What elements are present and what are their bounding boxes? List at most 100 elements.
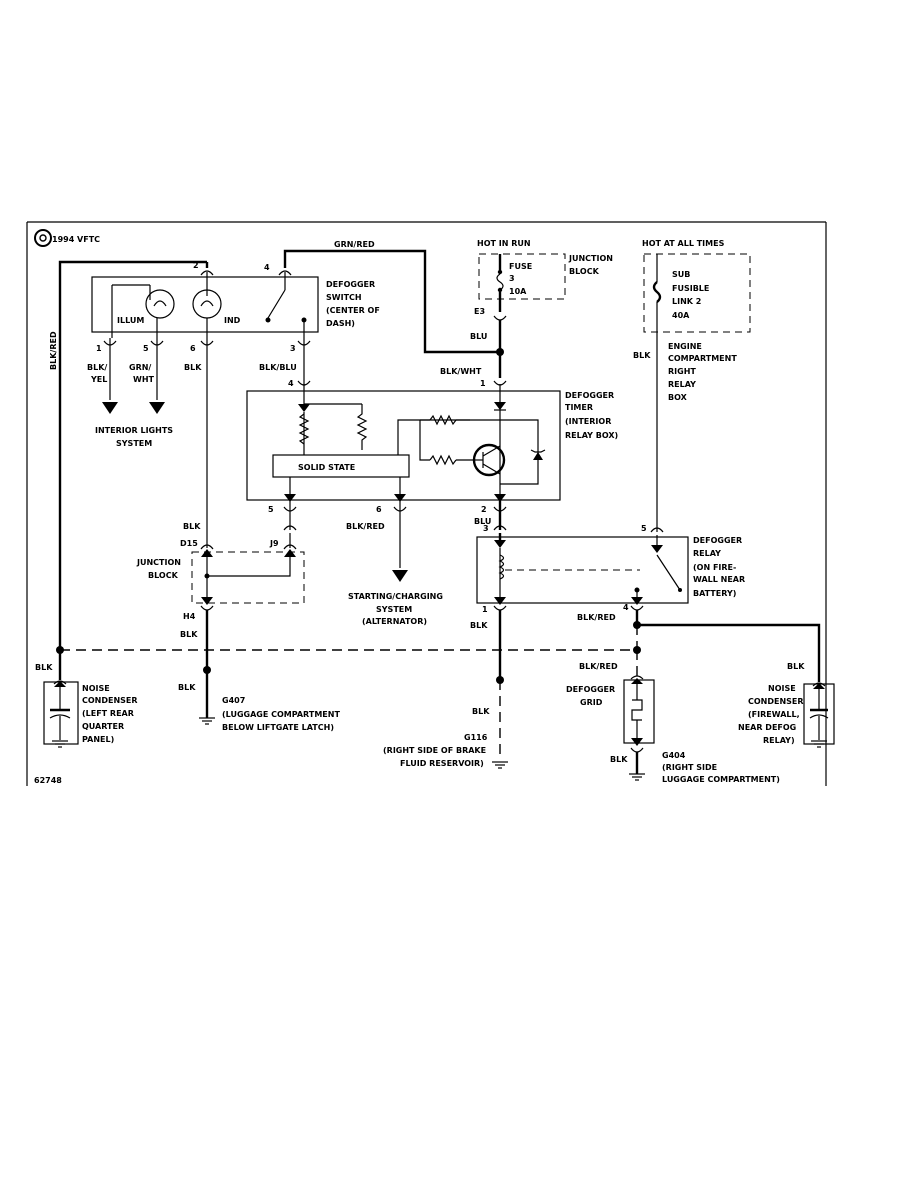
interior-lights-label: INTERIOR LIGHTS SYSTEM xyxy=(95,426,173,448)
solid-state-label: SOLID STATE xyxy=(298,463,355,472)
svg-text:BLOCK: BLOCK xyxy=(148,571,179,580)
junction-block-top-label: JUNCTION BLOCK xyxy=(568,254,613,276)
noise-condenser-left-label: NOISE CONDENSER (LEFT REAR QUARTER PANEL… xyxy=(82,684,138,744)
noise-condenser-right-label: NOISE CONDENSER (FIREWALL, NEAR DEFOG RE… xyxy=(738,684,804,745)
svg-text:TIMER: TIMER xyxy=(565,403,593,412)
g407-ground-icon xyxy=(199,650,215,725)
pin-timer-6: 6 xyxy=(376,505,382,514)
junction-block-mid xyxy=(200,544,297,650)
defogger-switch-box xyxy=(91,276,319,333)
pin-relay-4: 4 xyxy=(623,603,629,612)
wire-label-blk-g404: BLK xyxy=(610,755,628,764)
svg-text:SUB: SUB xyxy=(672,270,690,279)
pin-timer-2: 2 xyxy=(481,505,487,514)
svg-text:NEAR DEFOG: NEAR DEFOG xyxy=(738,723,796,732)
svg-text:BLOCK: BLOCK xyxy=(569,267,600,276)
defogger-grid-box xyxy=(623,679,655,744)
svg-text:DEFOGGER: DEFOGGER xyxy=(565,391,614,400)
wire-label-grn-wht: GRN/ WHT xyxy=(129,363,155,384)
svg-text:NOISE: NOISE xyxy=(768,684,796,693)
noise-condenser-right xyxy=(809,682,829,748)
defogger-timer-label: DEFOGGER TIMER (INTERIOR RELAY BOX) xyxy=(565,391,618,440)
wire-label-blk-g116: BLK xyxy=(472,707,490,716)
figure-id: 62748 xyxy=(34,776,62,785)
svg-text:G116: G116 xyxy=(464,733,488,742)
pin-switch-4: 4 xyxy=(264,263,270,272)
fusible-link xyxy=(652,254,662,532)
wire-label-blu-top: BLU xyxy=(470,332,487,341)
pin-h4: H4 xyxy=(183,612,196,621)
svg-text:INTERIOR LIGHTS: INTERIOR LIGHTS xyxy=(95,426,173,435)
svg-text:40A: 40A xyxy=(672,311,690,320)
wire-label-blk-right-cond: BLK xyxy=(787,662,805,671)
fusible-link-label: SUB FUSIBLE LINK 2 40A xyxy=(672,270,709,320)
starting-charging-label: STARTING/CHARGING SYSTEM (ALTERNATOR) xyxy=(348,592,443,626)
svg-text:GRN/: GRN/ xyxy=(129,363,151,372)
defogger-relay-box xyxy=(476,536,689,604)
pin-timer-1: 1 xyxy=(480,379,486,388)
svg-text:FUSE: FUSE xyxy=(509,262,532,271)
wire-label-blk-red-grid: BLK/RED xyxy=(579,662,618,671)
junction-block-top-box xyxy=(478,253,566,300)
defogger-switch xyxy=(102,249,380,548)
wire-label-blk-red-relay4: BLK/RED xyxy=(577,613,616,622)
wire-label-blu-2: BLU xyxy=(474,517,491,526)
fuse-3 xyxy=(493,254,507,352)
wire-label-blk-red-left: BLK/RED xyxy=(49,331,58,370)
svg-text:LINK 2: LINK 2 xyxy=(672,297,701,306)
svg-text:GRID: GRID xyxy=(580,698,603,707)
g407-label: G407 (LUGGAGE COMPARTMENT BELOW LIFTGATE… xyxy=(222,696,340,732)
svg-text:(INTERIOR: (INTERIOR xyxy=(565,417,611,426)
svg-text:CONDENSER: CONDENSER xyxy=(748,697,804,706)
svg-text:(FIREWALL,: (FIREWALL, xyxy=(748,710,800,719)
illum-label: ILLUM xyxy=(117,316,144,325)
svg-text:BLK/: BLK/ xyxy=(87,363,107,372)
svg-text:DEFOGGER: DEFOGGER xyxy=(693,536,742,545)
bus-splices xyxy=(56,621,641,684)
svg-text:SYSTEM: SYSTEM xyxy=(376,605,412,614)
noise-condenser-left-box xyxy=(43,681,79,745)
svg-text:JUNCTION: JUNCTION xyxy=(136,558,181,567)
svg-text:RELAY: RELAY xyxy=(668,380,696,389)
svg-text:FUSIBLE: FUSIBLE xyxy=(672,284,709,293)
wire-blk-red-left xyxy=(58,260,207,680)
svg-text:STARTING/CHARGING: STARTING/CHARGING xyxy=(348,592,443,601)
svg-text:WHT: WHT xyxy=(133,375,155,384)
pin-timer-4: 4 xyxy=(288,379,294,388)
ind-label: IND xyxy=(224,316,241,325)
defogger-switch-label: DEFOGGER SWITCH (CENTER OF DASH) xyxy=(326,280,380,328)
junction-block-mid-box xyxy=(191,551,305,604)
svg-text:10A: 10A xyxy=(509,287,527,296)
copyright-text: 1994 VFTC xyxy=(52,235,100,244)
wire-label-blk-h4: BLK xyxy=(180,630,198,639)
svg-text:(ALTERNATOR): (ALTERNATOR) xyxy=(362,617,427,626)
wire-grn-red xyxy=(380,249,500,354)
pin-relay-5: 5 xyxy=(641,524,647,533)
wire-label-blk-blu: BLK/BLU xyxy=(259,363,297,372)
defogger-grid-label: DEFOGGER GRID xyxy=(566,685,615,707)
wire-label-blk-g407: BLK xyxy=(178,683,196,692)
svg-text:NOISE: NOISE xyxy=(82,684,110,693)
wire-label-blk-relay1: BLK xyxy=(470,621,488,630)
svg-text:RELAY BOX): RELAY BOX) xyxy=(565,431,618,440)
g116-ground-icon xyxy=(492,680,508,769)
engine-relay-box xyxy=(643,253,751,333)
svg-text:WALL NEAR: WALL NEAR xyxy=(693,575,745,584)
svg-text:RIGHT: RIGHT xyxy=(668,367,696,376)
defogger-timer xyxy=(272,380,546,502)
svg-text:(LUGGAGE COMPARTMENT: (LUGGAGE COMPARTMENT xyxy=(222,710,340,719)
svg-text:CONDENSER: CONDENSER xyxy=(82,696,138,705)
pin-switch-2: 2 xyxy=(193,261,199,270)
svg-text:ENGINE: ENGINE xyxy=(668,342,702,351)
defogger-relay-label: DEFOGGER RELAY (ON FIRE- WALL NEAR BATTE… xyxy=(693,536,745,598)
svg-text:RELAY: RELAY xyxy=(693,549,721,558)
svg-text:LUGGAGE COMPARTMENT): LUGGAGE COMPARTMENT) xyxy=(662,775,780,784)
pin-switch-6: 6 xyxy=(190,344,196,353)
svg-text:(ON FIRE-: (ON FIRE- xyxy=(693,563,736,572)
svg-text:(CENTER OF: (CENTER OF xyxy=(326,306,380,315)
svg-text:JUNCTION: JUNCTION xyxy=(568,254,613,263)
g404-label: G404 (RIGHT SIDE LUGGAGE COMPARTMENT) xyxy=(662,751,780,784)
wire-label-blk-j-left: BLK xyxy=(183,522,201,531)
wire-label-blk-red-timer: BLK/RED xyxy=(346,522,385,531)
svg-text:RELAY): RELAY) xyxy=(763,736,795,745)
